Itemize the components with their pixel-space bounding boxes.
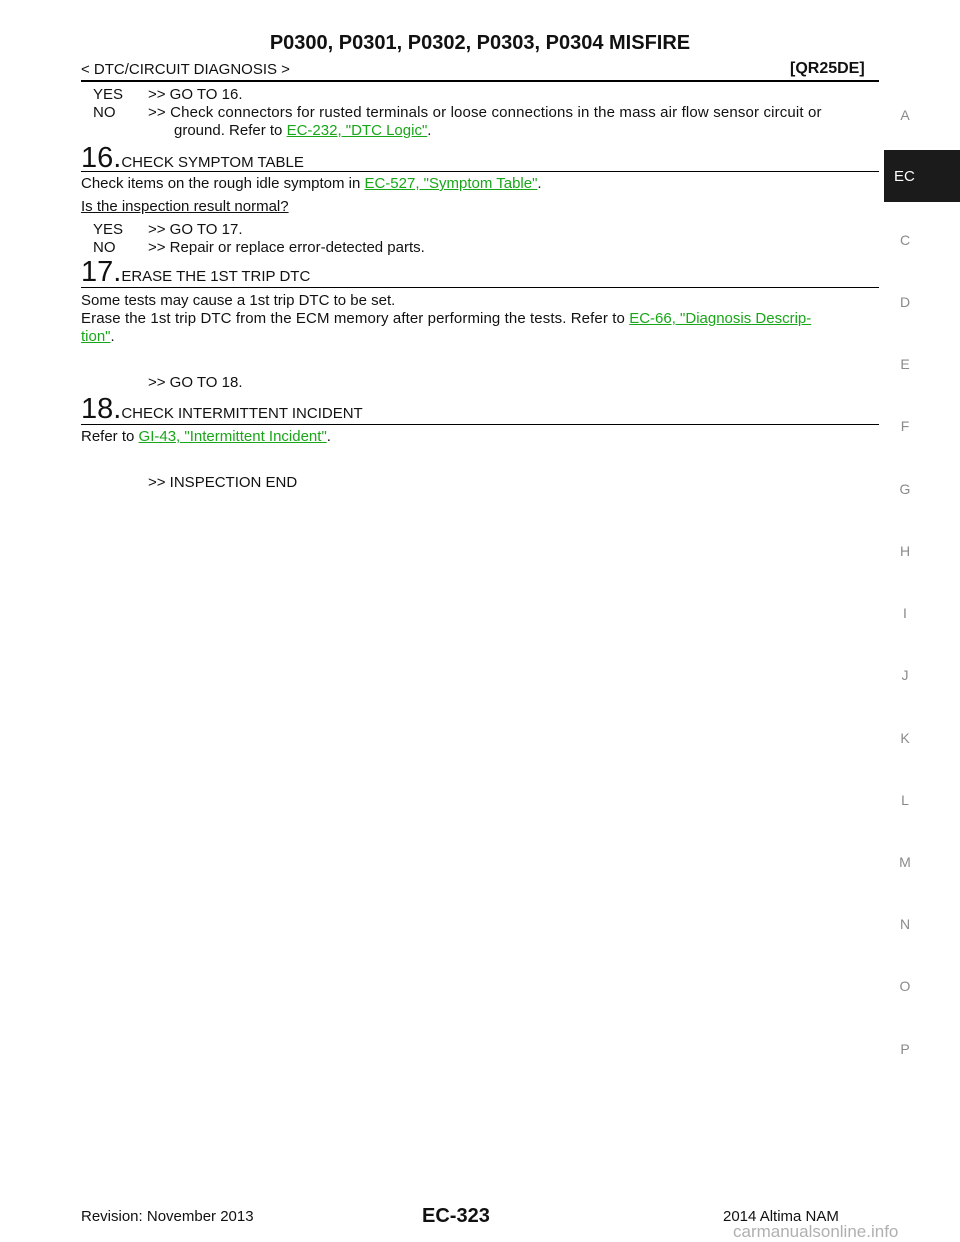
page-title: P0300, P0301, P0302, P0303, P0304 MISFIR… [269, 32, 691, 54]
side-tab-ec-label: EC [894, 168, 915, 185]
step-number: 18. [81, 393, 122, 425]
step18-end: . [326, 428, 331, 445]
vehicle-model: 2014 Altima NAM [723, 1208, 839, 1225]
page-number: EC-323 [422, 1205, 490, 1227]
step17-lead: Erase the 1st trip DTC from the ECM memo… [81, 310, 630, 327]
side-tab-i[interactable]: I [903, 605, 907, 621]
side-tab-d[interactable]: D [899, 294, 911, 310]
link-ec-66[interactable]: EC-66, "Diagnosis Descrip- [629, 310, 812, 327]
side-tab-h[interactable]: H [899, 543, 911, 559]
side-tab-c[interactable]: C [899, 232, 911, 248]
side-tab-f[interactable]: F [900, 418, 910, 434]
link-ec-527[interactable]: EC-527, "Symptom Table" [364, 175, 538, 192]
step16-no-action: >> Repair or replace error-detected part… [148, 239, 425, 256]
step17-heading: 17.ERASE THE 1ST TRIP DTC [81, 257, 310, 287]
step15-no: NO [93, 104, 116, 121]
step15-no-action-cont: ground. Refer to EC-232, "DTC Logic". [174, 122, 431, 140]
side-tab-a[interactable]: A [900, 107, 910, 123]
step17-line2: Erase the 1st trip DTC from the ECM memo… [81, 310, 811, 328]
link-ec-66-cont[interactable]: tion" [81, 328, 111, 345]
step17-rule [81, 287, 879, 288]
step15-no-text: ground. Refer to [174, 122, 287, 139]
step-title: CHECK SYMPTOM TABLE [121, 154, 304, 171]
step15-no-action: >> Check connectors for rusted terminals… [148, 104, 822, 121]
step15-yes: YES [93, 86, 123, 104]
step17-line1: Some tests may cause a 1st trip DTC to b… [81, 292, 396, 309]
revision-date: Revision: November 2013 [81, 1208, 254, 1225]
side-tab-e[interactable]: E [900, 356, 910, 372]
step16-yes-action: >> GO TO 17. [148, 221, 243, 238]
inspection-question: Is the inspection result normal? [81, 198, 289, 215]
step15-yes-action: >> GO TO 16. [148, 86, 243, 103]
side-tab-k[interactable]: K [900, 730, 910, 746]
side-tab-n[interactable]: N [899, 916, 911, 932]
step17-goto: >> GO TO 18. [148, 374, 243, 391]
step16-text: Check items on the rough idle symptom in… [81, 175, 542, 193]
step16-no: NO [93, 239, 116, 256]
step15-no-end: . [427, 122, 432, 139]
side-tab-g[interactable]: G [899, 481, 911, 497]
side-tab-m[interactable]: M [899, 854, 911, 870]
step16-heading: 16.CHECK SYMPTOM TABLE [81, 143, 304, 173]
engine-model: [QR25DE] [790, 60, 865, 77]
step-title: ERASE THE 1ST TRIP DTC [121, 268, 311, 285]
step-number: 17. [81, 256, 122, 288]
side-tab-p[interactable]: P [900, 1041, 910, 1057]
yes-label: YES [93, 86, 124, 103]
link-ec-232[interactable]: EC-232, "DTC Logic" [286, 122, 428, 139]
header-rule [81, 80, 879, 82]
step18-rule [81, 424, 879, 425]
step16-end: . [537, 175, 542, 192]
watermark: carmanualsonline.info [733, 1222, 899, 1241]
section-label: < DTC/CIRCUIT DIAGNOSIS > [81, 61, 290, 78]
step18-heading: 18.CHECK INTERMITTENT INCIDENT [81, 394, 363, 424]
step-title: CHECK INTERMITTENT INCIDENT [121, 405, 363, 422]
step16-rule [81, 171, 879, 172]
step16-lead: Check items on the rough idle symptom in [81, 175, 365, 192]
side-tab-j[interactable]: J [901, 667, 909, 683]
step-number: 16. [81, 142, 122, 174]
step16-yes: YES [93, 221, 124, 238]
step18-lead: Refer to [81, 428, 139, 445]
side-tab-o[interactable]: O [899, 978, 911, 994]
link-gi-43[interactable]: GI-43, "Intermittent Incident" [138, 428, 327, 445]
step17-line3: tion". [81, 328, 115, 346]
step17-end: . [110, 328, 115, 345]
step18-text: Refer to GI-43, "Intermittent Incident". [81, 428, 331, 446]
side-tab-ec[interactable]: EC [884, 150, 960, 202]
side-tab-l[interactable]: L [901, 792, 909, 808]
step18-end-text: >> INSPECTION END [148, 474, 298, 491]
